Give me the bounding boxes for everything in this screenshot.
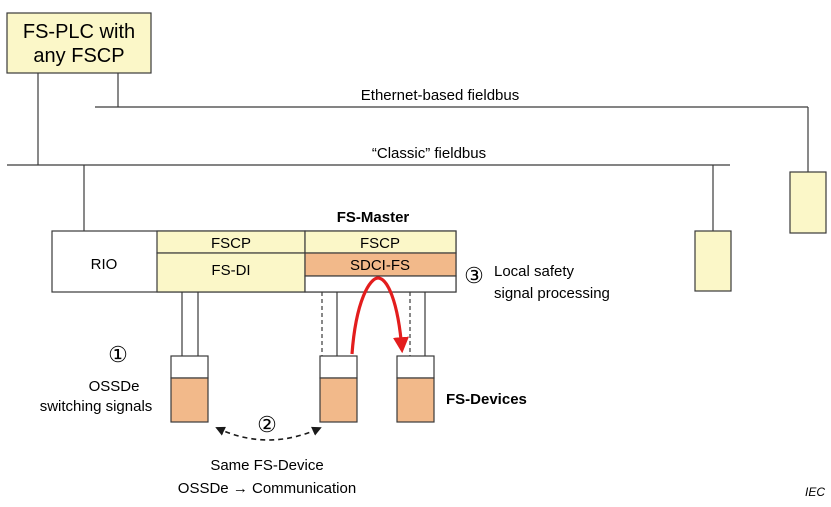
iec-footer: IEC (805, 485, 825, 499)
ossd-cables (181, 292, 426, 356)
fs-plc-box: FS-PLC with any FSCP (6, 12, 152, 74)
rio-assembly: RIO FSCP FS-DI FSCP SDCI-FS (51, 230, 457, 293)
same-device-arrow (215, 426, 322, 441)
fs-plc-label-line1: FS-PLC with (23, 21, 135, 43)
master-port-strip (304, 275, 457, 293)
classic-fieldbus-label: “Classic” fieldbus (372, 145, 486, 162)
ethernet-bus-device (789, 171, 827, 234)
annotation-2-line2: OSSDe → Communication (178, 480, 356, 497)
fs-plc-label-line2: any FSCP (33, 45, 124, 67)
master-fscp-label: FSCP (360, 235, 400, 252)
local-processing-arrow (350, 276, 409, 355)
classic-fieldbus (7, 73, 730, 231)
fs-master-title: FS-Master (337, 209, 410, 226)
annotation-3-line2: signal processing (494, 285, 610, 302)
ethernet-fieldbus (95, 73, 809, 172)
sdci-fs-label: SDCI-FS (350, 257, 410, 274)
fs-di-label: FS-DI (211, 262, 250, 279)
annotation-2-line1: Same FS-Device (210, 457, 323, 474)
annotation-3-line1: Local safety (494, 263, 575, 280)
fs-device-2 (319, 355, 358, 423)
fs-device-3 (396, 355, 435, 423)
fs-device-1 (170, 355, 209, 423)
classic-bus-device (694, 230, 732, 292)
rio-fscp-label: FSCP (211, 235, 251, 252)
ethernet-fieldbus-label: Ethernet-based fieldbus (361, 87, 519, 104)
annotation-1-line1: OSSDe (89, 378, 140, 395)
annotation-1-line2: switching signals (40, 398, 153, 415)
annotation-2-marker: ② (257, 412, 277, 437)
fs-di-cell (156, 252, 306, 293)
annotation-3-marker: ③ (464, 263, 484, 288)
annotation-1-marker: ① (108, 342, 128, 367)
fs-devices-label: FS-Devices (446, 391, 527, 408)
rio-label: RIO (91, 256, 118, 273)
